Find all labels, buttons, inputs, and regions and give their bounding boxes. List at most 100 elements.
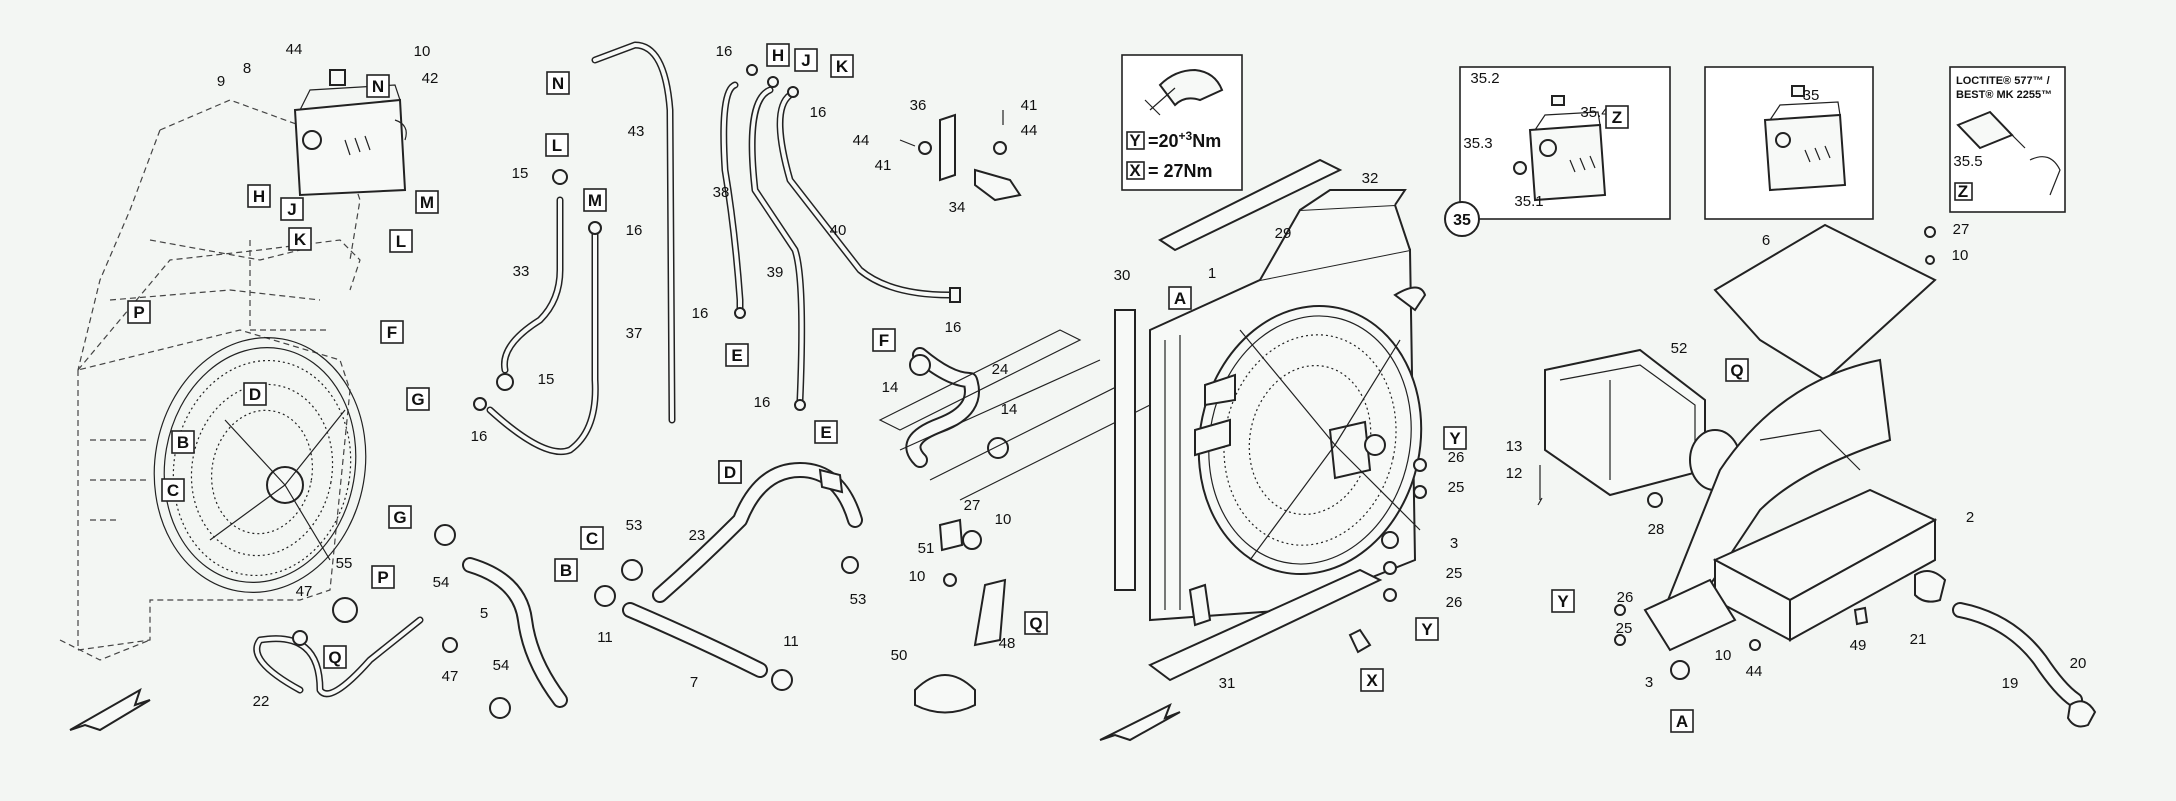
- letter-tag-box-Y1: [1443, 426, 1467, 450]
- callout-48: 48: [999, 635, 1016, 652]
- hose-33-37-43: [473, 41, 676, 456]
- letter-tag-box-E2: [814, 420, 838, 444]
- letter-tag-C1: C: [167, 481, 179, 500]
- callout-352: 35.2: [1470, 70, 1499, 87]
- torque-y-tolerance: +3: [1179, 129, 1193, 143]
- callout-10b: 10: [995, 511, 1012, 528]
- letter-tag-Y3: Y: [1557, 592, 1569, 611]
- letter-tag-box-F2: [872, 328, 896, 352]
- callout-3a: 3: [1450, 535, 1458, 552]
- letter-tag-box-D3: [718, 460, 742, 484]
- callout-47a: 47: [296, 583, 313, 600]
- radiator-core: [1099, 158, 1427, 742]
- letter-tag-G1: G: [411, 390, 424, 409]
- letter-tag-B1: B: [177, 433, 189, 452]
- letter-tag-box-H1: [247, 184, 271, 208]
- letter-tag-K1: K: [294, 230, 307, 249]
- callout-30: 30: [1114, 267, 1131, 284]
- letter-tag-box-N2: [546, 71, 570, 95]
- letter-tag-G2: G: [393, 508, 406, 527]
- callout-54a: 54: [433, 574, 450, 591]
- letter-tag-box-M2: [583, 188, 607, 212]
- callout-16g: 16: [754, 394, 771, 411]
- letter-tag-X1: X: [1366, 671, 1378, 690]
- letter-tag-Q1: Q: [328, 648, 341, 667]
- letter-tag-box-A1: [1168, 286, 1192, 310]
- callout-29: 29: [1275, 225, 1292, 242]
- expansion-tank-detail: [1444, 66, 1671, 237]
- letter-tag-C2: C: [586, 529, 598, 548]
- callout-14b: 14: [1001, 401, 1018, 418]
- callout-33: 33: [513, 263, 530, 280]
- torque-x-value: = 27Nm: [1148, 161, 1213, 181]
- letter-tag-box-D1: [243, 382, 267, 406]
- callout-16d: 16: [810, 104, 827, 121]
- letter-tag-box-B1: [171, 430, 195, 454]
- callout-14a: 14: [882, 379, 899, 396]
- callout-22: 22: [253, 693, 270, 710]
- hose-14-24: [878, 329, 1161, 501]
- callout-54b: 54: [493, 657, 510, 674]
- callout-5: 5: [480, 605, 488, 622]
- callout-49: 49: [1850, 637, 1867, 654]
- callout-34: 34: [949, 199, 966, 216]
- letter-tag-M2: M: [588, 191, 602, 210]
- letter-tag-box-P2: [371, 565, 395, 589]
- bracket-36-clamp-34: [899, 110, 1022, 202]
- letter-tag-box-M1: [415, 190, 439, 214]
- callout-44d: 44: [1746, 663, 1763, 680]
- torque-key-y: Y: [1129, 131, 1141, 150]
- letter-tag-P1: P: [133, 303, 144, 322]
- callout-11a: 11: [597, 629, 613, 646]
- callout-15b: 15: [538, 371, 555, 388]
- callout-26b: 26: [1446, 594, 1463, 611]
- letter-tag-A2: A: [1676, 712, 1688, 731]
- callout-37: 37: [626, 325, 643, 342]
- letter-tag-N2: N: [552, 74, 564, 93]
- svg-text:=20+3Nm: =20+3Nm: [1148, 129, 1221, 151]
- callout-10e: 10: [1715, 647, 1732, 664]
- letter-tag-box-F1: [380, 320, 404, 344]
- letter-tag-J2: J: [801, 51, 810, 70]
- callout-44a: 44: [286, 41, 303, 58]
- callout-24: 24: [992, 361, 1009, 378]
- letter-tag-box-Q2: [1024, 611, 1048, 635]
- callout-16b: 16: [471, 428, 488, 445]
- callout-55: 55: [336, 555, 353, 572]
- callout-3b: 3: [1645, 674, 1653, 691]
- letter-tag-B2: B: [560, 561, 572, 580]
- callout-21: 21: [1910, 631, 1927, 648]
- callout-52: 52: [1671, 340, 1688, 357]
- callout-16c: 16: [716, 43, 733, 60]
- callout-50: 50: [891, 647, 908, 664]
- loctite-line-1: LOCTITE® 577™ /: [1956, 75, 2050, 87]
- callout-35: 35: [1803, 87, 1820, 104]
- letter-tag-A1: A: [1174, 289, 1186, 308]
- hose-7-23: [594, 462, 863, 691]
- callout-28: 28: [1648, 521, 1665, 538]
- letter-tag-Z2: Z: [1958, 182, 1968, 201]
- torque-key-x: X: [1129, 161, 1141, 180]
- letter-tag-D3: D: [724, 463, 736, 482]
- letter-tag-Z1: Z: [1612, 108, 1622, 127]
- callout-351: 35.1: [1514, 193, 1543, 210]
- callout-47b: 47: [442, 668, 459, 685]
- letter-tag-F2: F: [879, 331, 889, 350]
- letter-tag-N1: N: [372, 77, 384, 96]
- loctite-detail: [1949, 66, 2066, 213]
- letter-tag-H2: H: [772, 46, 784, 65]
- torque-values: Y =20+3Nm X = 27Nm: [1129, 129, 1221, 181]
- callout-25c: 25: [1616, 620, 1633, 637]
- right-side-assembly: [1537, 223, 2097, 728]
- callout-25a: 25: [1448, 479, 1465, 496]
- letter-tag-box-L1: [389, 229, 413, 253]
- callout-8: 8: [243, 60, 251, 77]
- radiator-assembly-overview: [59, 69, 407, 732]
- callout-7: 7: [690, 674, 698, 691]
- letter-tag-L1: L: [396, 232, 406, 251]
- letter-tag-box-Y2: [1415, 617, 1439, 641]
- letter-tag-F1: F: [387, 323, 397, 342]
- letter-tag-box-Q3: [1725, 358, 1749, 382]
- callout-53b: 53: [850, 591, 867, 608]
- callout-2: 2: [1966, 509, 1974, 526]
